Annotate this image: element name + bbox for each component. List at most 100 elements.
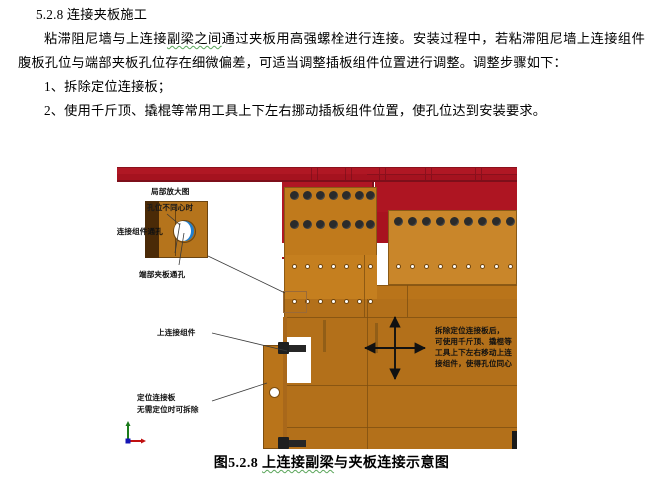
caption-suffix: 与夹板连接示意图 (334, 456, 450, 471)
through-hole (368, 299, 373, 304)
annotation-instruction-line4: 接组件，使得孔位同心 (435, 359, 512, 368)
bolt (303, 191, 312, 200)
through-hole (344, 264, 349, 269)
bolt (422, 217, 431, 226)
beam-tick-mark (351, 168, 352, 180)
bolt (342, 191, 351, 200)
annotation-positioning-plate-line2: 无需定位时可拆除 (137, 405, 199, 414)
body-vertical-line (407, 285, 408, 317)
bolt (290, 220, 299, 229)
through-hole (368, 264, 373, 269)
rib-marker (375, 323, 378, 353)
body-paragraph-part1: 粘滞阻尼墙与上连接 (44, 31, 167, 46)
body-divider-line (284, 285, 517, 286)
through-hole (305, 264, 310, 269)
through-hole (292, 264, 297, 269)
bolt (492, 217, 501, 226)
bolt (450, 217, 459, 226)
list-item-2: 2、使用千斤顶、撬棍等常用工具上下左右挪动插板组件位置，使孔位达到安装要求。 (44, 103, 547, 118)
body-paragraph: 粘滞阻尼墙与上连接副梁之间通过夹板用高强螺栓进行连接。安装过程中，若粘滞阻尼墙上… (0, 27, 663, 75)
bolt-shaft (289, 440, 306, 447)
red-beam-body-right-upper (375, 182, 517, 212)
bolt (436, 217, 445, 226)
figure-caption: 图5.2.8 上连接副梁与夹板连接示意图 (0, 452, 663, 472)
bolt-head (278, 342, 289, 354)
figure-container: 局部放大图 孔位不同心时 上连接组件通孔 端部夹板通孔 上连接组件 定位连接板 … (0, 165, 663, 483)
bolt-shaft (289, 345, 306, 352)
through-hole (396, 264, 401, 269)
through-hole (466, 264, 471, 269)
through-hole (480, 264, 485, 269)
body-vertical-line (367, 285, 368, 449)
bolt (464, 217, 473, 226)
through-hole (331, 299, 336, 304)
bolt (355, 220, 364, 229)
annotation-upper-component: 上连接组件 (157, 328, 196, 337)
annotation-detail-subtitle: 孔位不同心时 (147, 203, 194, 212)
bolt-head (278, 437, 289, 449)
bolt (506, 217, 515, 226)
document-text-block: 5.2.8 连接夹板施工 粘滞阻尼墙与上连接副梁之间通过夹板用高强螺栓进行连接。… (0, 0, 663, 123)
beam-tick-mark (317, 168, 318, 180)
through-hole (424, 264, 429, 269)
through-hole (344, 299, 349, 304)
body-paragraph-wavy-term: 副梁之间 (166, 31, 222, 46)
body-divider-line (284, 385, 517, 386)
annotation-upper-component-hole: 上连接组件通孔 (117, 227, 163, 236)
bottom-right-block (512, 431, 517, 449)
annotation-end-plate-hole: 端部夹板通孔 (139, 270, 186, 279)
through-hole (305, 299, 310, 304)
through-hole (438, 264, 443, 269)
notch-left-assembly (285, 337, 311, 383)
bolt (355, 191, 364, 200)
beam-tick-mark (311, 168, 312, 180)
section-heading: 5.2.8 连接夹板施工 (36, 7, 148, 22)
bolt (408, 217, 417, 226)
bolt (478, 217, 487, 226)
engineering-diagram: 局部放大图 孔位不同心时 上连接组件通孔 端部夹板通孔 上连接组件 定位连接板 … (117, 165, 517, 449)
body-divider-line (284, 317, 517, 318)
annotation-instruction-line3: 工具上下左右移动上连 (435, 348, 512, 357)
bolt (316, 220, 325, 229)
positioning-plate-hole (269, 387, 280, 398)
body-divider-line (284, 427, 517, 428)
caption-prefix: 图5.2.8 (213, 456, 263, 471)
bolt (290, 191, 299, 200)
beam-top-edge (117, 167, 517, 169)
bolt (366, 191, 375, 200)
through-hole (494, 264, 499, 269)
through-hole (331, 264, 336, 269)
detail-hole-white (174, 221, 191, 241)
bolt (394, 217, 403, 226)
detail-callout-dark-strip (145, 201, 159, 258)
bolt (329, 191, 338, 200)
bolt (329, 220, 338, 229)
through-hole (508, 264, 513, 269)
bolt (316, 191, 325, 200)
through-hole (357, 264, 362, 269)
beam-bottom-edge-line (117, 180, 517, 182)
beam-tick-mark (345, 168, 346, 180)
through-hole (292, 299, 297, 304)
beam-inner-line (367, 174, 517, 175)
annotation-instruction-line1: 拆除定位连接板后， (435, 326, 505, 335)
vertical-web-plate (283, 317, 287, 449)
bolt (303, 220, 312, 229)
through-hole (452, 264, 457, 269)
rib-marker (323, 320, 326, 352)
through-hole (318, 299, 323, 304)
through-hole (318, 264, 323, 269)
bolt (366, 220, 375, 229)
notch-left (277, 243, 285, 257)
bolt (342, 220, 351, 229)
annotation-detail-title: 局部放大图 (151, 187, 190, 196)
list-item-1: 1、拆除定位连接板； (44, 79, 172, 94)
caption-wavy-term: 上连接副梁 (262, 456, 335, 471)
plate-edge-line (364, 255, 365, 317)
detail-selection-rectangle (283, 291, 307, 313)
annotation-instruction-line2: 可使用千斤顶、撬棍等 (435, 337, 512, 346)
annotation-positioning-plate-line1: 定位连接板 (137, 393, 176, 402)
body-paragraph-part2: 通过夹板用高强螺栓进行连接。安装过程中，若粘滞阻尼墙上连接组件腹板孔位与端部夹板… (18, 31, 645, 70)
through-hole (410, 264, 415, 269)
through-hole (357, 299, 362, 304)
